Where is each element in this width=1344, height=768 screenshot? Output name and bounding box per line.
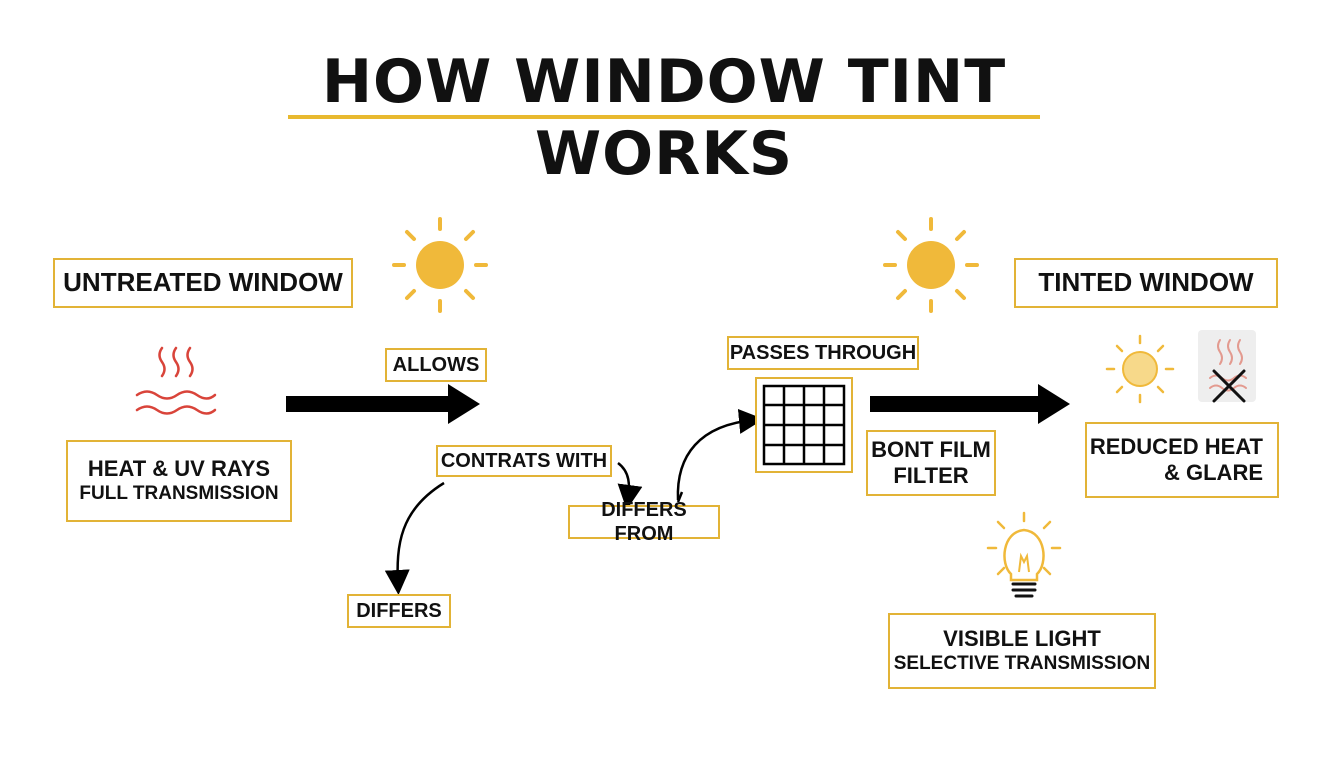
connector-differs-from-to-grid [676, 408, 764, 501]
heat-uv-rays-text: HEAT & UV RAYS [87, 456, 271, 482]
tinted-window-label: TINTED WINDOW [1014, 258, 1278, 308]
untreated-window-text: UNTREATED WINDOW [63, 267, 343, 298]
diagram-title: HOW WINDOW TINT WORKS [321, 47, 1007, 189]
allows-label: ALLOWS [385, 348, 487, 382]
arrow-allows [286, 384, 480, 424]
arrow-tinted [870, 384, 1070, 424]
reduced-heat-line1: REDUCED HEAT [1089, 433, 1263, 459]
film-filter-line2: FILTER [893, 463, 969, 488]
differs-from-label: DIFFERS FROM [568, 499, 720, 545]
full-transmission-text: FULL TRANSMISSION [79, 482, 279, 504]
reduced-heat-glare-box: REDUCED HEAT & GLARE [1085, 422, 1279, 498]
tinted-window-text: TINTED WINDOW [1038, 267, 1254, 298]
heat-waves-icon [135, 346, 217, 415]
connector-to-differs-from [617, 462, 643, 510]
film-filter-line1: BONT FILM [871, 436, 991, 462]
heat-uv-rays-box: HEAT & UV RAYS FULL TRANSMISSION [66, 440, 292, 522]
untreated-window-label: UNTREATED WINDOW [53, 258, 353, 308]
reduced-heat-line2: & GLARE [1164, 460, 1263, 485]
title-underline [288, 115, 1040, 119]
passes-through-label: PASSES THROUGH [727, 336, 919, 370]
differs-from-text: DIFFERS FROM [601, 499, 687, 545]
visible-light-box: VISIBLE LIGHT SELECTIVE TRANSMISSION [888, 613, 1156, 689]
sun-icon-left [392, 217, 488, 313]
visible-light-text: VISIBLE LIGHT [943, 626, 1101, 652]
connector-to-differs [384, 481, 445, 595]
selective-transmission-text: SELECTIVE TRANSMISSION [893, 652, 1151, 674]
film-filter-box: BONT FILM FILTER [866, 430, 996, 496]
differs-label: DIFFERS [347, 594, 451, 628]
allows-text: ALLOWS [392, 354, 480, 376]
differs-text: DIFFERS [356, 600, 442, 622]
sun-icon-right [883, 217, 979, 313]
light-bulb-icon [986, 511, 1062, 598]
reduced-sun-icon [1105, 334, 1175, 404]
film-grid-icon [755, 377, 853, 473]
contrasts-with-label: CONTRATS WITH [436, 445, 612, 477]
blocked-heat-icon [1198, 330, 1256, 403]
connector-grid-tail [676, 491, 684, 503]
contrasts-with-text: CONTRATS WITH [440, 450, 608, 472]
passes-through-text: PASSES THROUGH [729, 342, 917, 364]
